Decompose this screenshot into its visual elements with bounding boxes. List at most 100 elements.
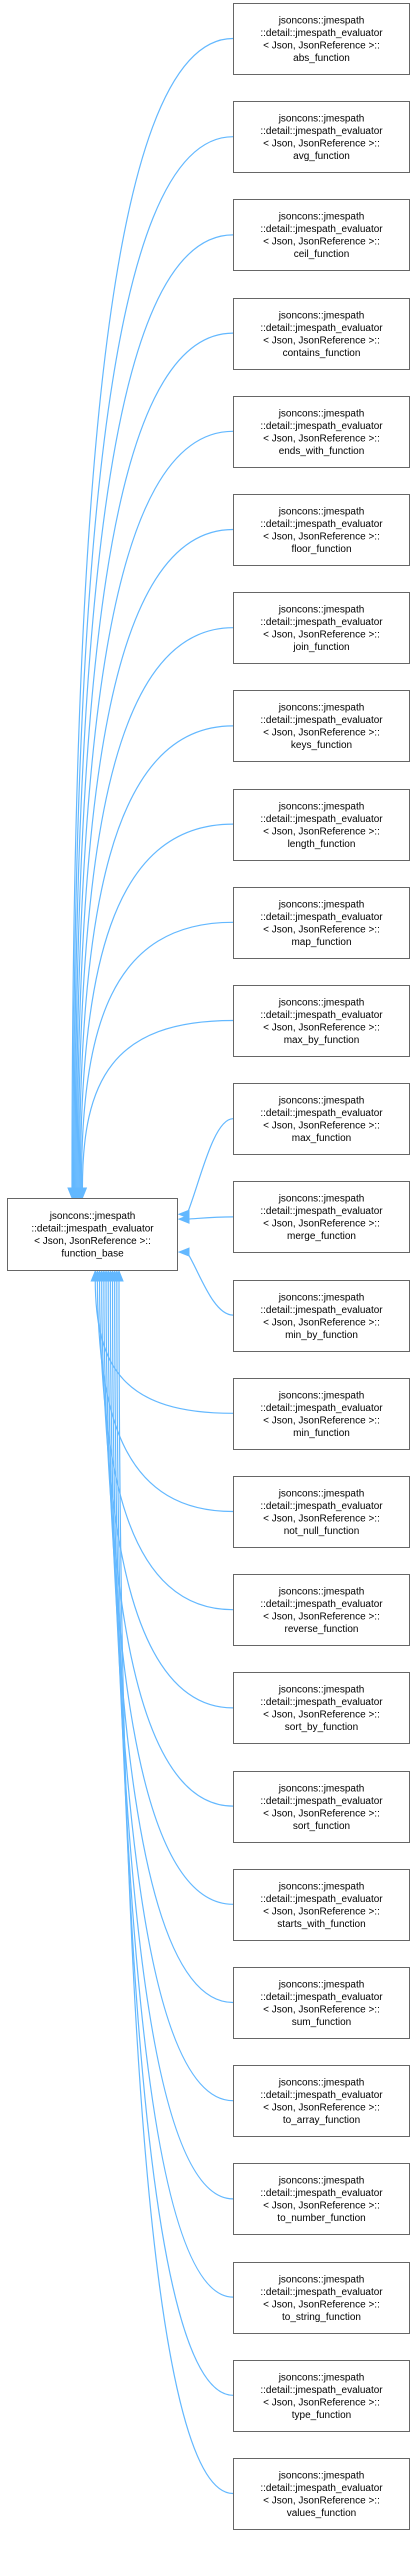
node-box: [233, 3, 410, 75]
node-label-line: jsoncons::jmespath: [278, 1980, 365, 1991]
node-label-line: < Json, JsonReference >::: [263, 2398, 380, 2409]
node-label-line: jsoncons::jmespath: [278, 311, 365, 322]
node-label-line: ends_with_function: [279, 446, 365, 457]
inheritance-edge: [105, 1278, 234, 1905]
node-box: [233, 396, 410, 468]
derived-class-node-ceil-function[interactable]: jsoncons::jmespath::detail::jmespath_eva…: [233, 199, 410, 271]
derived-class-node-sort-by-function[interactable]: jsoncons::jmespath::detail::jmespath_eva…: [233, 1672, 410, 1744]
inheritance-edge: [94, 1278, 234, 1414]
inheritance-edge: [73, 234, 234, 1190]
node-label-line: < Json, JsonReference >::: [263, 532, 380, 543]
node-label-line: sort_by_function: [285, 1722, 358, 1733]
derived-class-node-keys-function[interactable]: jsoncons::jmespath::detail::jmespath_eva…: [233, 690, 410, 762]
derived-class-node-min-by-function[interactable]: jsoncons::jmespath::detail::jmespath_eva…: [233, 1280, 410, 1352]
node-label-line: ::detail::jmespath_evaluator: [260, 2090, 383, 2101]
derived-class-node-max-function[interactable]: jsoncons::jmespath::detail::jmespath_eva…: [233, 1083, 410, 1155]
node-label-line: jsoncons::jmespath: [278, 1784, 365, 1795]
node-label-line: ::detail::jmespath_evaluator: [260, 1697, 383, 1708]
node-label-line: jsoncons::jmespath: [278, 1882, 365, 1893]
derived-class-node-join-function[interactable]: jsoncons::jmespath::detail::jmespath_eva…: [233, 592, 410, 664]
node-label-line: floor_function: [291, 544, 351, 555]
node-label-line: ::detail::jmespath_evaluator: [31, 1224, 154, 1235]
node-label-line: jsoncons::jmespath: [278, 212, 365, 223]
node-label-line: jsoncons::jmespath: [278, 802, 365, 813]
derived-class-node-avg-function[interactable]: jsoncons::jmespath::detail::jmespath_eva…: [233, 101, 410, 173]
node-label-line: < Json, JsonReference >::: [263, 1612, 380, 1623]
node-label-line: max_function: [292, 1133, 351, 1144]
node-label-line: to_number_function: [277, 2213, 365, 2224]
node-box: [233, 2065, 410, 2137]
derived-class-node-starts-with-function[interactable]: jsoncons::jmespath::detail::jmespath_eva…: [233, 1869, 410, 1941]
inheritance-edge: [74, 332, 234, 1190]
inheritance-edge: [116, 1278, 234, 2396]
node-box: [233, 1280, 410, 1352]
derived-class-node-not-null-function[interactable]: jsoncons::jmespath::detail::jmespath_eva…: [233, 1476, 410, 1548]
derived-class-node-merge-function[interactable]: jsoncons::jmespath::detail::jmespath_eva…: [233, 1181, 410, 1253]
node-label-line: jsoncons::jmespath: [278, 998, 365, 1009]
node-box: [233, 2458, 410, 2530]
node-label-line: < Json, JsonReference >::: [263, 1416, 380, 1427]
node-label-line: < Json, JsonReference >::: [263, 630, 380, 641]
node-label-line: type_function: [292, 2410, 352, 2421]
node-label-line: jsoncons::jmespath: [278, 2176, 365, 2187]
class-nodes: jsoncons::jmespath::detail::jmespath_eva…: [7, 3, 410, 2530]
derived-class-node-length-function[interactable]: jsoncons::jmespath::detail::jmespath_eva…: [233, 789, 410, 861]
node-label-line: avg_function: [293, 151, 350, 162]
derived-class-node-reverse-function[interactable]: jsoncons::jmespath::detail::jmespath_eva…: [233, 1574, 410, 1646]
derived-class-node-type-function[interactable]: jsoncons::jmespath::detail::jmespath_eva…: [233, 2360, 410, 2432]
derived-class-node-contains-function[interactable]: jsoncons::jmespath::detail::jmespath_eva…: [233, 298, 410, 370]
node-label-line: min_by_function: [285, 1330, 358, 1341]
derived-class-node-floor-function[interactable]: jsoncons::jmespath::detail::jmespath_eva…: [233, 494, 410, 566]
node-label-line: jsoncons::jmespath: [278, 900, 365, 911]
node-label-line: to_string_function: [282, 2312, 361, 2323]
derived-class-node-min-function[interactable]: jsoncons::jmespath::detail::jmespath_eva…: [233, 1378, 410, 1450]
node-label-line: < Json, JsonReference >::: [263, 1809, 380, 1820]
node-label-line: ::detail::jmespath_evaluator: [260, 1010, 383, 1021]
node-label-line: jsoncons::jmespath: [278, 2078, 365, 2089]
derived-class-node-to-number-function[interactable]: jsoncons::jmespath::detail::jmespath_eva…: [233, 2163, 410, 2235]
node-box: [233, 690, 410, 762]
node-label-line: jsoncons::jmespath: [278, 1489, 365, 1500]
node-label-line: ::detail::jmespath_evaluator: [260, 1403, 383, 1414]
node-box: [233, 1672, 410, 1744]
inheritance-edge: [81, 1019, 234, 1190]
inheritance-edge: [77, 627, 234, 1190]
node-label-line: ::detail::jmespath_evaluator: [260, 912, 383, 923]
node-box: [233, 1967, 410, 2039]
derived-class-node-values-function[interactable]: jsoncons::jmespath::detail::jmespath_eva…: [233, 2458, 410, 2530]
node-label-line: < Json, JsonReference >::: [263, 2103, 380, 2114]
derived-class-node-abs-function[interactable]: jsoncons::jmespath::detail::jmespath_eva…: [233, 3, 410, 75]
node-label-line: jsoncons::jmespath: [278, 1685, 365, 1696]
derived-class-node-sort-function[interactable]: jsoncons::jmespath::detail::jmespath_eva…: [233, 1771, 410, 1843]
arrowhead: [77, 1187, 88, 1200]
node-box: [233, 494, 410, 566]
node-label-line: ::detail::jmespath_evaluator: [260, 1992, 383, 2003]
node-label-line: ::detail::jmespath_evaluator: [260, 224, 383, 235]
node-label-line: to_array_function: [283, 2115, 360, 2126]
node-label-line: < Json, JsonReference >::: [263, 41, 380, 52]
inheritance-edge: [76, 528, 234, 1190]
inheritance-edge: [96, 1278, 234, 1513]
derived-class-node-ends-with-function[interactable]: jsoncons::jmespath::detail::jmespath_eva…: [233, 396, 410, 468]
node-label-line: < Json, JsonReference >::: [263, 2496, 380, 2507]
base-class-node-function-base[interactable]: jsoncons::jmespath::detail::jmespath_eva…: [7, 1198, 178, 1271]
derived-class-node-to-string-function[interactable]: jsoncons::jmespath::detail::jmespath_eva…: [233, 2262, 410, 2334]
derived-class-node-to-array-function[interactable]: jsoncons::jmespath::detail::jmespath_eva…: [233, 2065, 410, 2137]
node-label-line: max_by_function: [284, 1035, 360, 1046]
arrowhead: [177, 1247, 190, 1257]
node-box: [233, 1771, 410, 1843]
derived-class-node-map-function[interactable]: jsoncons::jmespath::detail::jmespath_eva…: [233, 887, 410, 959]
inheritance-edge: [72, 136, 234, 1190]
node-label-line: < Json, JsonReference >::: [263, 237, 380, 248]
inheritance-edge: [71, 37, 234, 1190]
arrowhead: [177, 1214, 190, 1224]
node-box: [233, 1083, 410, 1155]
node-label-line: ceil_function: [294, 249, 350, 260]
derived-class-node-sum-function[interactable]: jsoncons::jmespath::detail::jmespath_eva…: [233, 1967, 410, 2039]
node-label-line: jsoncons::jmespath: [278, 507, 365, 518]
inheritance-edge: [103, 1278, 234, 1807]
node-label-line: < Json, JsonReference >::: [263, 2005, 380, 2016]
node-box: [233, 985, 410, 1057]
derived-class-node-max-by-function[interactable]: jsoncons::jmespath::detail::jmespath_eva…: [233, 985, 410, 1057]
node-label-line: jsoncons::jmespath: [278, 703, 365, 714]
